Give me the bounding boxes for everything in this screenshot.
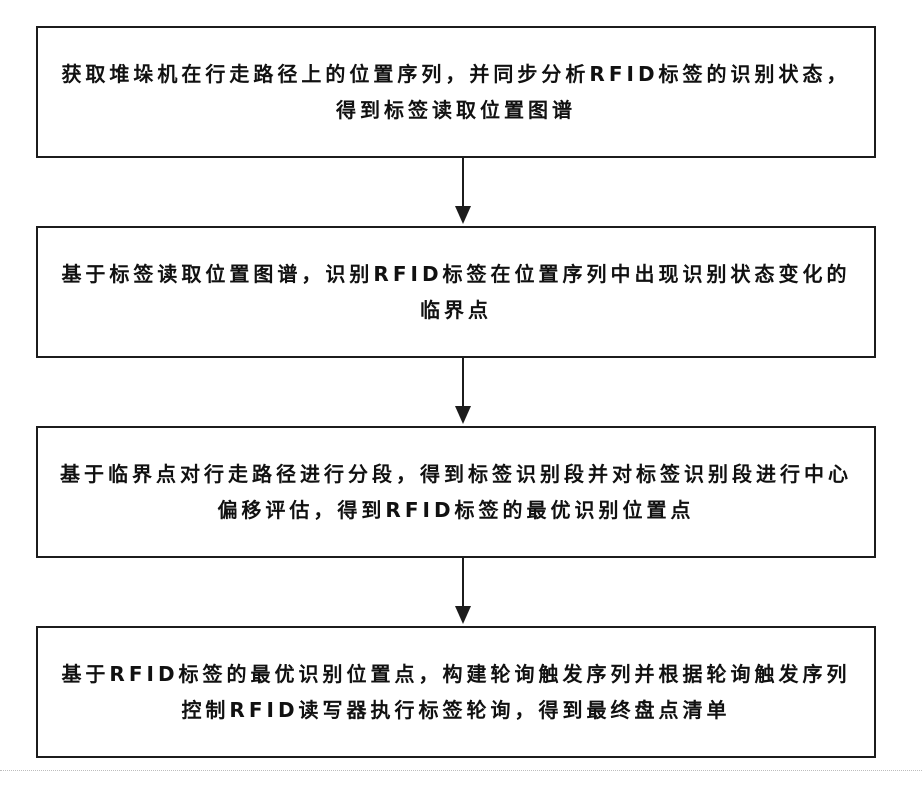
arrow-2-to-3 <box>455 358 471 424</box>
step-4-text: 基于RFID标签的最优识别位置点，构建轮询触发序列并根据轮询触发序列控制RFID… <box>56 656 856 728</box>
arrow-3-to-4 <box>455 558 471 624</box>
arrow-1-to-2 <box>455 158 471 224</box>
scan-artifact-line <box>0 770 922 771</box>
step-3-box: 基于临界点对行走路径进行分段，得到标签识别段并对标签识别段进行中心偏移评估，得到… <box>36 426 876 558</box>
step-4-box: 基于RFID标签的最优识别位置点，构建轮询触发序列并根据轮询触发序列控制RFID… <box>36 626 876 758</box>
step-1-box: 获取堆垛机在行走路径上的位置序列，并同步分析RFID标签的识别状态，得到标签读取… <box>36 26 876 158</box>
step-1-text: 获取堆垛机在行走路径上的位置序列，并同步分析RFID标签的识别状态，得到标签读取… <box>56 56 856 128</box>
step-3-text: 基于临界点对行走路径进行分段，得到标签识别段并对标签识别段进行中心偏移评估，得到… <box>56 456 856 528</box>
step-2-text: 基于标签读取位置图谱，识别RFID标签在位置序列中出现识别状态变化的临界点 <box>56 256 856 328</box>
step-2-box: 基于标签读取位置图谱，识别RFID标签在位置序列中出现识别状态变化的临界点 <box>36 226 876 358</box>
